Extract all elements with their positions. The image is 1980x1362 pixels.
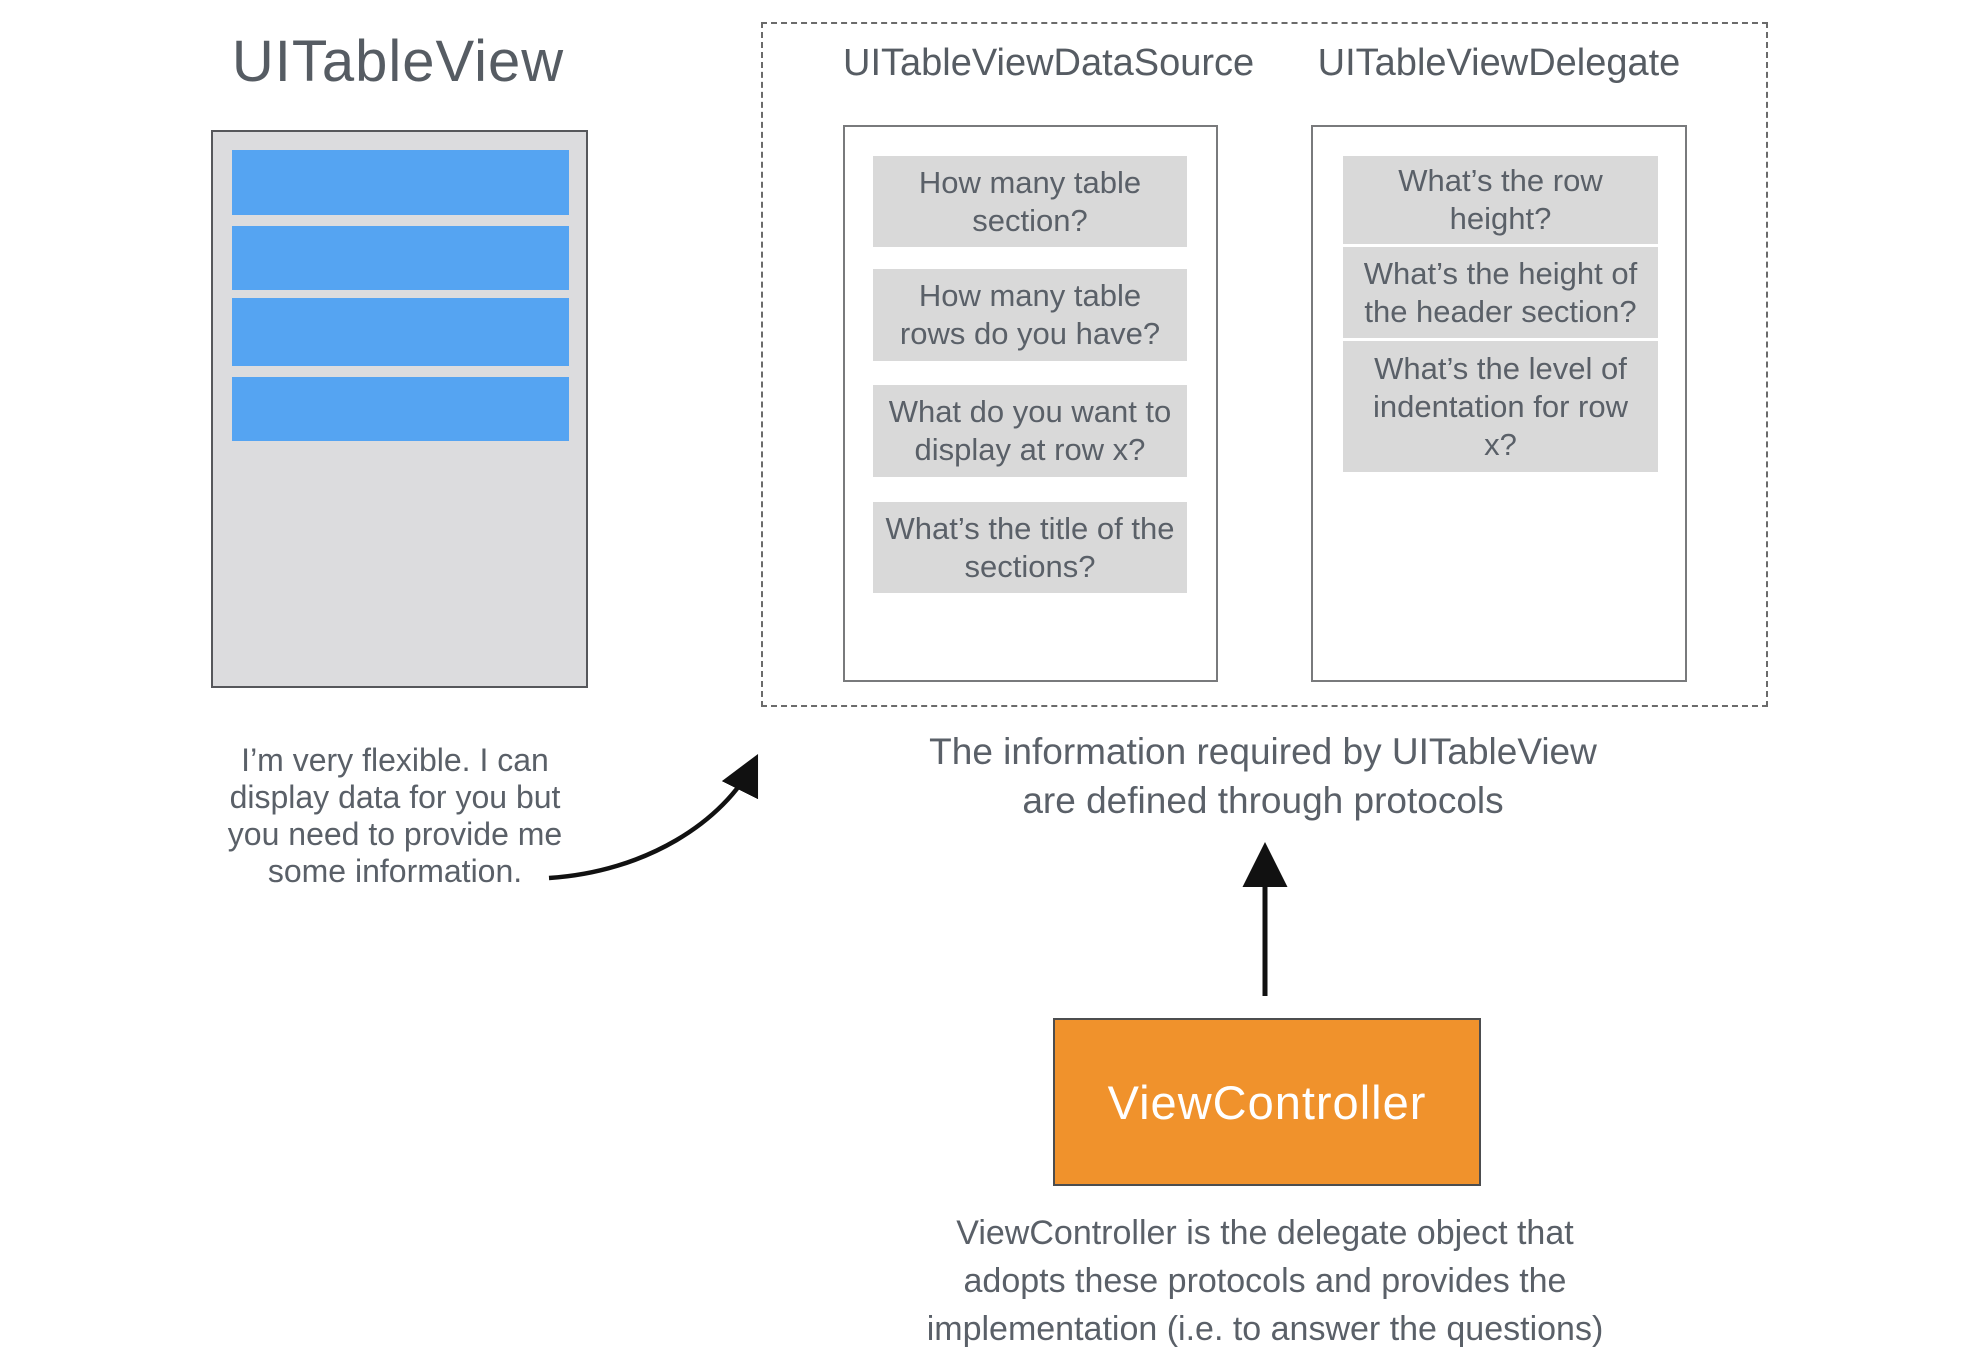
caption-line: are defined through protocols	[1022, 780, 1504, 821]
caption-line: The information required by UITableView	[929, 731, 1597, 772]
caption-line: implementation (i.e. to answer the quest…	[926, 1310, 1604, 1348]
uitableview-caption: I’m very flexible. I can display data fo…	[145, 742, 645, 890]
delegate-box: What’s the row height? What’s the height…	[1311, 125, 1687, 682]
delegate-question: What’s the row height?	[1343, 156, 1658, 244]
table-row	[232, 150, 569, 215]
question-line: x?	[1484, 426, 1517, 462]
delegate-question: What’s the level of indentation for row …	[1343, 341, 1658, 472]
datasource-title: UITableViewDataSource	[843, 42, 1255, 84]
datasource-question: How many table rows do you have?	[873, 269, 1187, 361]
table-row	[232, 298, 569, 366]
protocols-container	[761, 22, 1768, 707]
caption-line: ViewController is the delegate object th…	[956, 1214, 1574, 1252]
datasource-question: How many table section?	[873, 156, 1187, 247]
delegate-title: UITableViewDelegate	[1317, 42, 1681, 84]
question-line: How many table	[918, 164, 1142, 200]
delegate-question: What’s the height of the header section?	[1343, 247, 1658, 338]
datasource-box: How many table section? How many table r…	[843, 125, 1218, 682]
viewcontroller-caption: ViewController is the delegate object th…	[760, 1209, 1770, 1353]
question-line: What’s the level of	[1374, 350, 1627, 386]
question-line: section?	[972, 202, 1088, 238]
question-line: rows do you have?	[899, 316, 1161, 351]
caption-line: adopts these protocols and provides the	[963, 1262, 1567, 1300]
question-line: How many table	[918, 278, 1142, 313]
caption-line: I’m very flexible. I can	[241, 742, 549, 778]
question-line: sections?	[964, 548, 1096, 584]
question-line: What’s the title of the	[885, 510, 1175, 546]
datasource-question: What do you want to display at row x?	[873, 385, 1187, 477]
question-line: indentation for row	[1372, 388, 1629, 424]
caption-line: some information.	[267, 853, 523, 889]
question-line: display at row x?	[914, 432, 1146, 467]
protocols-caption: The information required by UITableView …	[758, 727, 1768, 825]
question-line: What do you want to	[888, 394, 1172, 429]
question-line: What’s the row	[1398, 163, 1603, 198]
caption-line: display data for you but	[229, 779, 561, 815]
table-row	[232, 377, 569, 441]
caption-line: you need to provide me	[227, 816, 563, 852]
question-line: the header section?	[1364, 293, 1637, 329]
viewcontroller-label: ViewController	[1107, 1075, 1427, 1129]
uitableview-graphic	[211, 130, 588, 688]
table-row	[232, 226, 569, 290]
datasource-question: What’s the title of the sections?	[873, 502, 1187, 593]
question-line: height?	[1449, 201, 1552, 236]
viewcontroller-box: ViewController	[1053, 1018, 1481, 1186]
uitableview-title: UITableView	[231, 29, 565, 94]
question-line: What’s the height of	[1363, 255, 1638, 291]
